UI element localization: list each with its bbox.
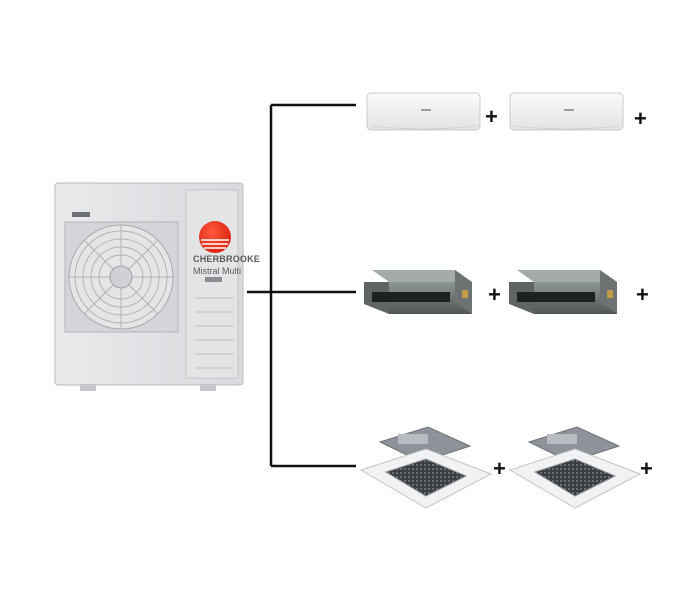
plus-sign: + xyxy=(634,108,647,130)
brand-name: CHERBROOKE xyxy=(193,255,260,264)
plus-sign: + xyxy=(640,458,653,480)
brand-logo-icon xyxy=(199,221,231,253)
outdoor-unit-brand: CHERBROOKE Mistral Multi xyxy=(193,255,260,276)
model-name: Mistral Multi xyxy=(193,267,260,276)
ducted-unit-icon xyxy=(509,270,617,314)
refrigerant-connector xyxy=(247,105,356,466)
cassette-unit-icon xyxy=(361,427,491,508)
wall-split-unit-icon xyxy=(367,93,480,130)
plus-sign: + xyxy=(636,284,649,306)
outdoor-condenser-icon xyxy=(55,183,243,391)
wall-split-unit-icon xyxy=(510,93,623,130)
cassette-unit-icon xyxy=(510,427,640,508)
plus-sign: + xyxy=(493,458,506,480)
plus-sign: + xyxy=(485,106,498,128)
ducted-unit-icon xyxy=(364,270,472,314)
plus-sign: + xyxy=(488,284,501,306)
